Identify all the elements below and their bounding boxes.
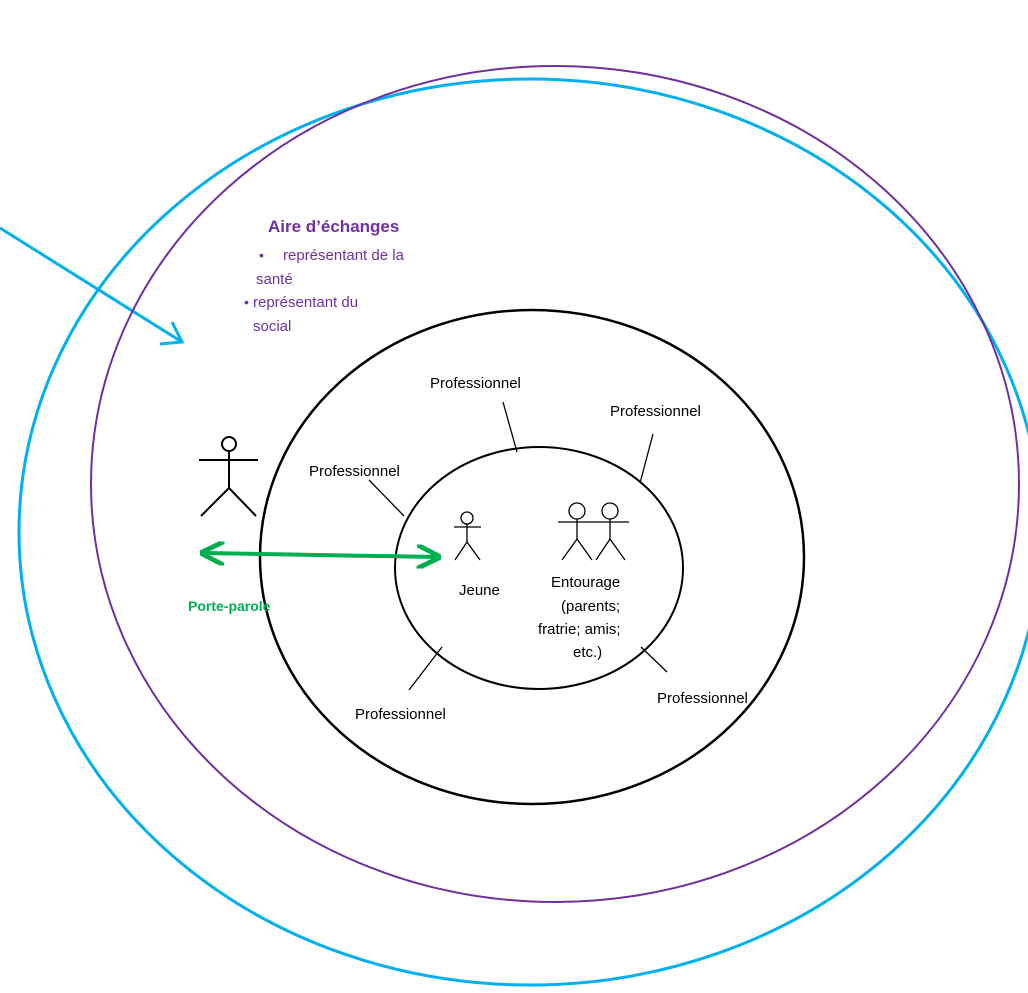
professional-label-left: Professionnel — [309, 463, 400, 480]
aire-title: Aire d’échanges — [268, 217, 399, 236]
professional-label-top: Professionnel — [430, 375, 521, 392]
porte-parole-double-arrow — [205, 553, 436, 557]
aire-item-1-line-1: représentant de la — [283, 247, 405, 264]
professional-label-bottom-right: Professionnel — [657, 690, 748, 707]
professional-connector-bottom-left — [408, 646, 443, 691]
professional-connector-top-right — [639, 433, 654, 484]
aire-bullet-2: • — [244, 294, 249, 310]
professional-connector-top — [502, 401, 518, 453]
porte-parole-label: Porte-parole — [188, 598, 271, 614]
professional-connector-left — [368, 479, 405, 517]
entourage-label-line-1: Entourage — [551, 574, 620, 591]
entourage-label-line-4: etc.) — [573, 644, 602, 661]
spokesperson-stick-figure-icon — [199, 436, 258, 517]
aire-circle — [90, 65, 1020, 903]
aire-bullet-1: • — [259, 247, 264, 263]
jeune-stick-figure-icon — [454, 511, 481, 561]
professional-label-bottom-left: Professionnel — [355, 706, 446, 723]
blue-pointer-arrow — [0, 226, 185, 346]
entourage-label-line-3: fratrie; amis; — [538, 621, 621, 638]
professional-connector-bottom-right — [640, 646, 668, 673]
aire-item-2-line-2: social — [253, 318, 291, 335]
outer-circle — [17, 77, 1028, 987]
aire-item-2-line-1: représentant du — [253, 294, 358, 311]
entourage-label-line-2: (parents; — [561, 598, 620, 615]
jeune-label: Jeune — [459, 582, 500, 599]
professional-label-top-right: Professionnel — [610, 403, 701, 420]
aire-item-1-line-2: santé — [256, 271, 293, 288]
entourage-two-stick-figures-icon — [558, 502, 629, 561]
